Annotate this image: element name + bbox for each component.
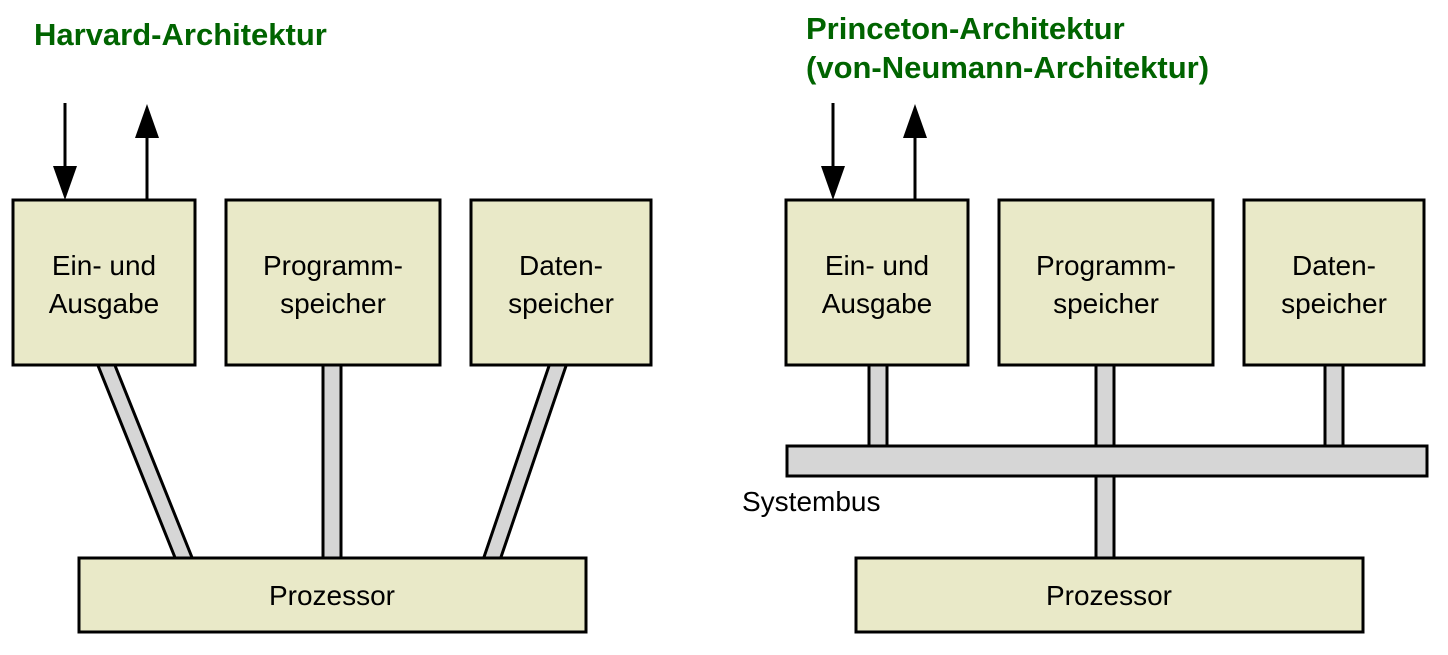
- princeton-box-data-memory: Daten- speicher: [1242, 198, 1426, 367]
- arrow-down-icon: [821, 166, 845, 200]
- princeton-processor-label: Prozessor: [1046, 580, 1172, 611]
- panel-princeton-title-line-1: Princeton-Architektur: [806, 11, 1125, 46]
- princeton-input-arrow: [821, 103, 845, 200]
- panel-princeton: Princeton-Architektur (von-Neumann-Archi…: [742, 11, 1429, 634]
- princeton-connector-io: [867, 361, 889, 449]
- princeton-system-bus-label: Systembus: [742, 486, 881, 517]
- panel-harvard-title-line-1: Harvard-Architektur: [34, 17, 327, 52]
- arrow-up-icon: [135, 104, 159, 138]
- princeton-box-processor: Prozessor: [854, 556, 1365, 634]
- harvard-box-program-memory: Programm- speicher: [224, 198, 442, 367]
- harvard-box-program-memory-label-line-1: Programm-: [263, 250, 403, 281]
- princeton-box-io-label-line-2: Ausgabe: [822, 288, 933, 319]
- panel-princeton-title-line-2: (von-Neumann-Architektur): [806, 50, 1209, 85]
- harvard-box-io: Ein- und Ausgabe: [11, 198, 197, 367]
- princeton-connector-data-memory: [1323, 361, 1345, 449]
- princeton-box-io-label-line-1: Ein- und: [825, 250, 929, 281]
- princeton-connector-program-memory: [1094, 361, 1116, 449]
- harvard-box-processor: Prozessor: [77, 556, 588, 634]
- princeton-box-data-memory-label-line-2: speicher: [1281, 288, 1387, 319]
- princeton-box-program-memory-label-line-1: Programm-: [1036, 250, 1176, 281]
- harvard-connector-data-memory: [480, 361, 570, 562]
- harvard-box-data-memory: Daten- speicher: [469, 198, 653, 367]
- harvard-box-io-label-line-1: Ein- und: [52, 250, 156, 281]
- princeton-box-program-memory-label-line-2: speicher: [1053, 288, 1159, 319]
- princeton-box-data-memory-label-line-1: Daten-: [1292, 250, 1376, 281]
- princeton-output-arrow: [903, 104, 927, 200]
- harvard-connector-program-memory: [321, 361, 343, 562]
- harvard-output-arrow: [135, 104, 159, 200]
- harvard-connector-io: [94, 361, 196, 562]
- princeton-box-program-memory: Programm- speicher: [997, 198, 1215, 367]
- panel-harvard: Harvard-Architektur Ein- und Ausgabe: [11, 17, 653, 634]
- harvard-input-arrow: [53, 103, 77, 200]
- arrow-down-icon: [53, 166, 77, 200]
- harvard-box-io-label-line-2: Ausgabe: [49, 288, 160, 319]
- harvard-processor-label: Prozessor: [269, 580, 395, 611]
- harvard-box-data-memory-label-line-2: speicher: [508, 288, 614, 319]
- princeton-box-io: Ein- und Ausgabe: [784, 198, 970, 367]
- princeton-system-bus: [785, 444, 1429, 478]
- harvard-box-data-memory-label-line-1: Daten-: [519, 250, 603, 281]
- princeton-connector-processor: [1094, 472, 1116, 562]
- arrow-up-icon: [903, 104, 927, 138]
- harvard-box-program-memory-label-line-2: speicher: [280, 288, 386, 319]
